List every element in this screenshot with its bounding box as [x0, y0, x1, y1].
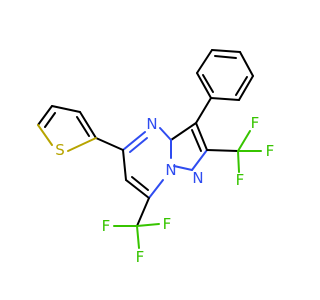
bond-layer [37, 49, 262, 249]
bond-n4-c5 [122, 131, 146, 151]
bond-c3a-c3 [170, 122, 197, 141]
fluorine-label-top-1: F [251, 114, 260, 132]
bond-cf3-bottom-f3 [136, 225, 140, 249]
bond-thiophene-3 [37, 105, 53, 126]
bond-cf3-bottom-f2 [136, 223, 160, 227]
bond-phenyl-4 [238, 75, 254, 101]
bond-phenyl-4-inner [235, 76, 248, 96]
bond-thiophene-2 [51, 105, 81, 113]
bond-phenyl-6 [196, 72, 212, 99]
bond-c2-cf3 [206, 149, 239, 152]
bond-c6-c7 [125, 179, 150, 199]
fluorine-label-top-2: F [266, 142, 275, 160]
bond-phenyl-5 [210, 97, 240, 101]
bond-c7-n7a [148, 179, 164, 199]
bond-n4-c5-inner [129, 137, 148, 153]
bond-c5-c6 [122, 149, 127, 181]
bond-c3-c2 [195, 122, 208, 151]
bond-phenyl-3 [239, 51, 254, 77]
bond-c6-c7-inner [131, 176, 149, 191]
fluorine-label-bottom-1: F [102, 217, 111, 235]
bond-cf3-top-f3 [237, 150, 240, 173]
bond-c7-cf3 [136, 197, 150, 227]
bond-n1-n7a [173, 165, 193, 171]
bond-thiophene-1 [79, 111, 97, 139]
bond-phenyl-to-pyrazole [195, 97, 212, 124]
bond-cf3-top-f1 [237, 130, 251, 152]
molecule-structure-diagram: N N N S F F F F F F [37, 49, 274, 266]
bond-thiophene-5 [67, 137, 97, 152]
bond-c3-c2-inner [191, 129, 202, 152]
bond-thiophene-1-inner [76, 116, 90, 137]
atom-label-layer: N N N S F F F F F F [55, 114, 274, 266]
fluorine-label-top-3: F [236, 171, 245, 189]
bond-phenyl-6-inner [202, 74, 214, 93]
nitrogen-label-bridge: N [165, 161, 176, 179]
bond-c5-thiophene [95, 137, 124, 151]
fluorine-label-bottom-3: F [136, 248, 145, 266]
bond-c2-n1 [191, 149, 208, 171]
bond-thiophene-4 [37, 124, 53, 146]
nitrogen-label-ring: N [146, 115, 157, 133]
bond-phenyl-2-inner [214, 55, 237, 59]
bond-thiophene-3-inner [44, 112, 56, 128]
bond-phenyl-1 [196, 49, 213, 74]
bond-phenyl-2 [211, 49, 241, 53]
sulfur-label-thiophene: S [55, 141, 65, 159]
fluorine-label-bottom-2: F [163, 215, 172, 233]
nitrogen-label-pyrazole: N [192, 169, 203, 187]
bond-c3a-n4 [159, 127, 172, 141]
